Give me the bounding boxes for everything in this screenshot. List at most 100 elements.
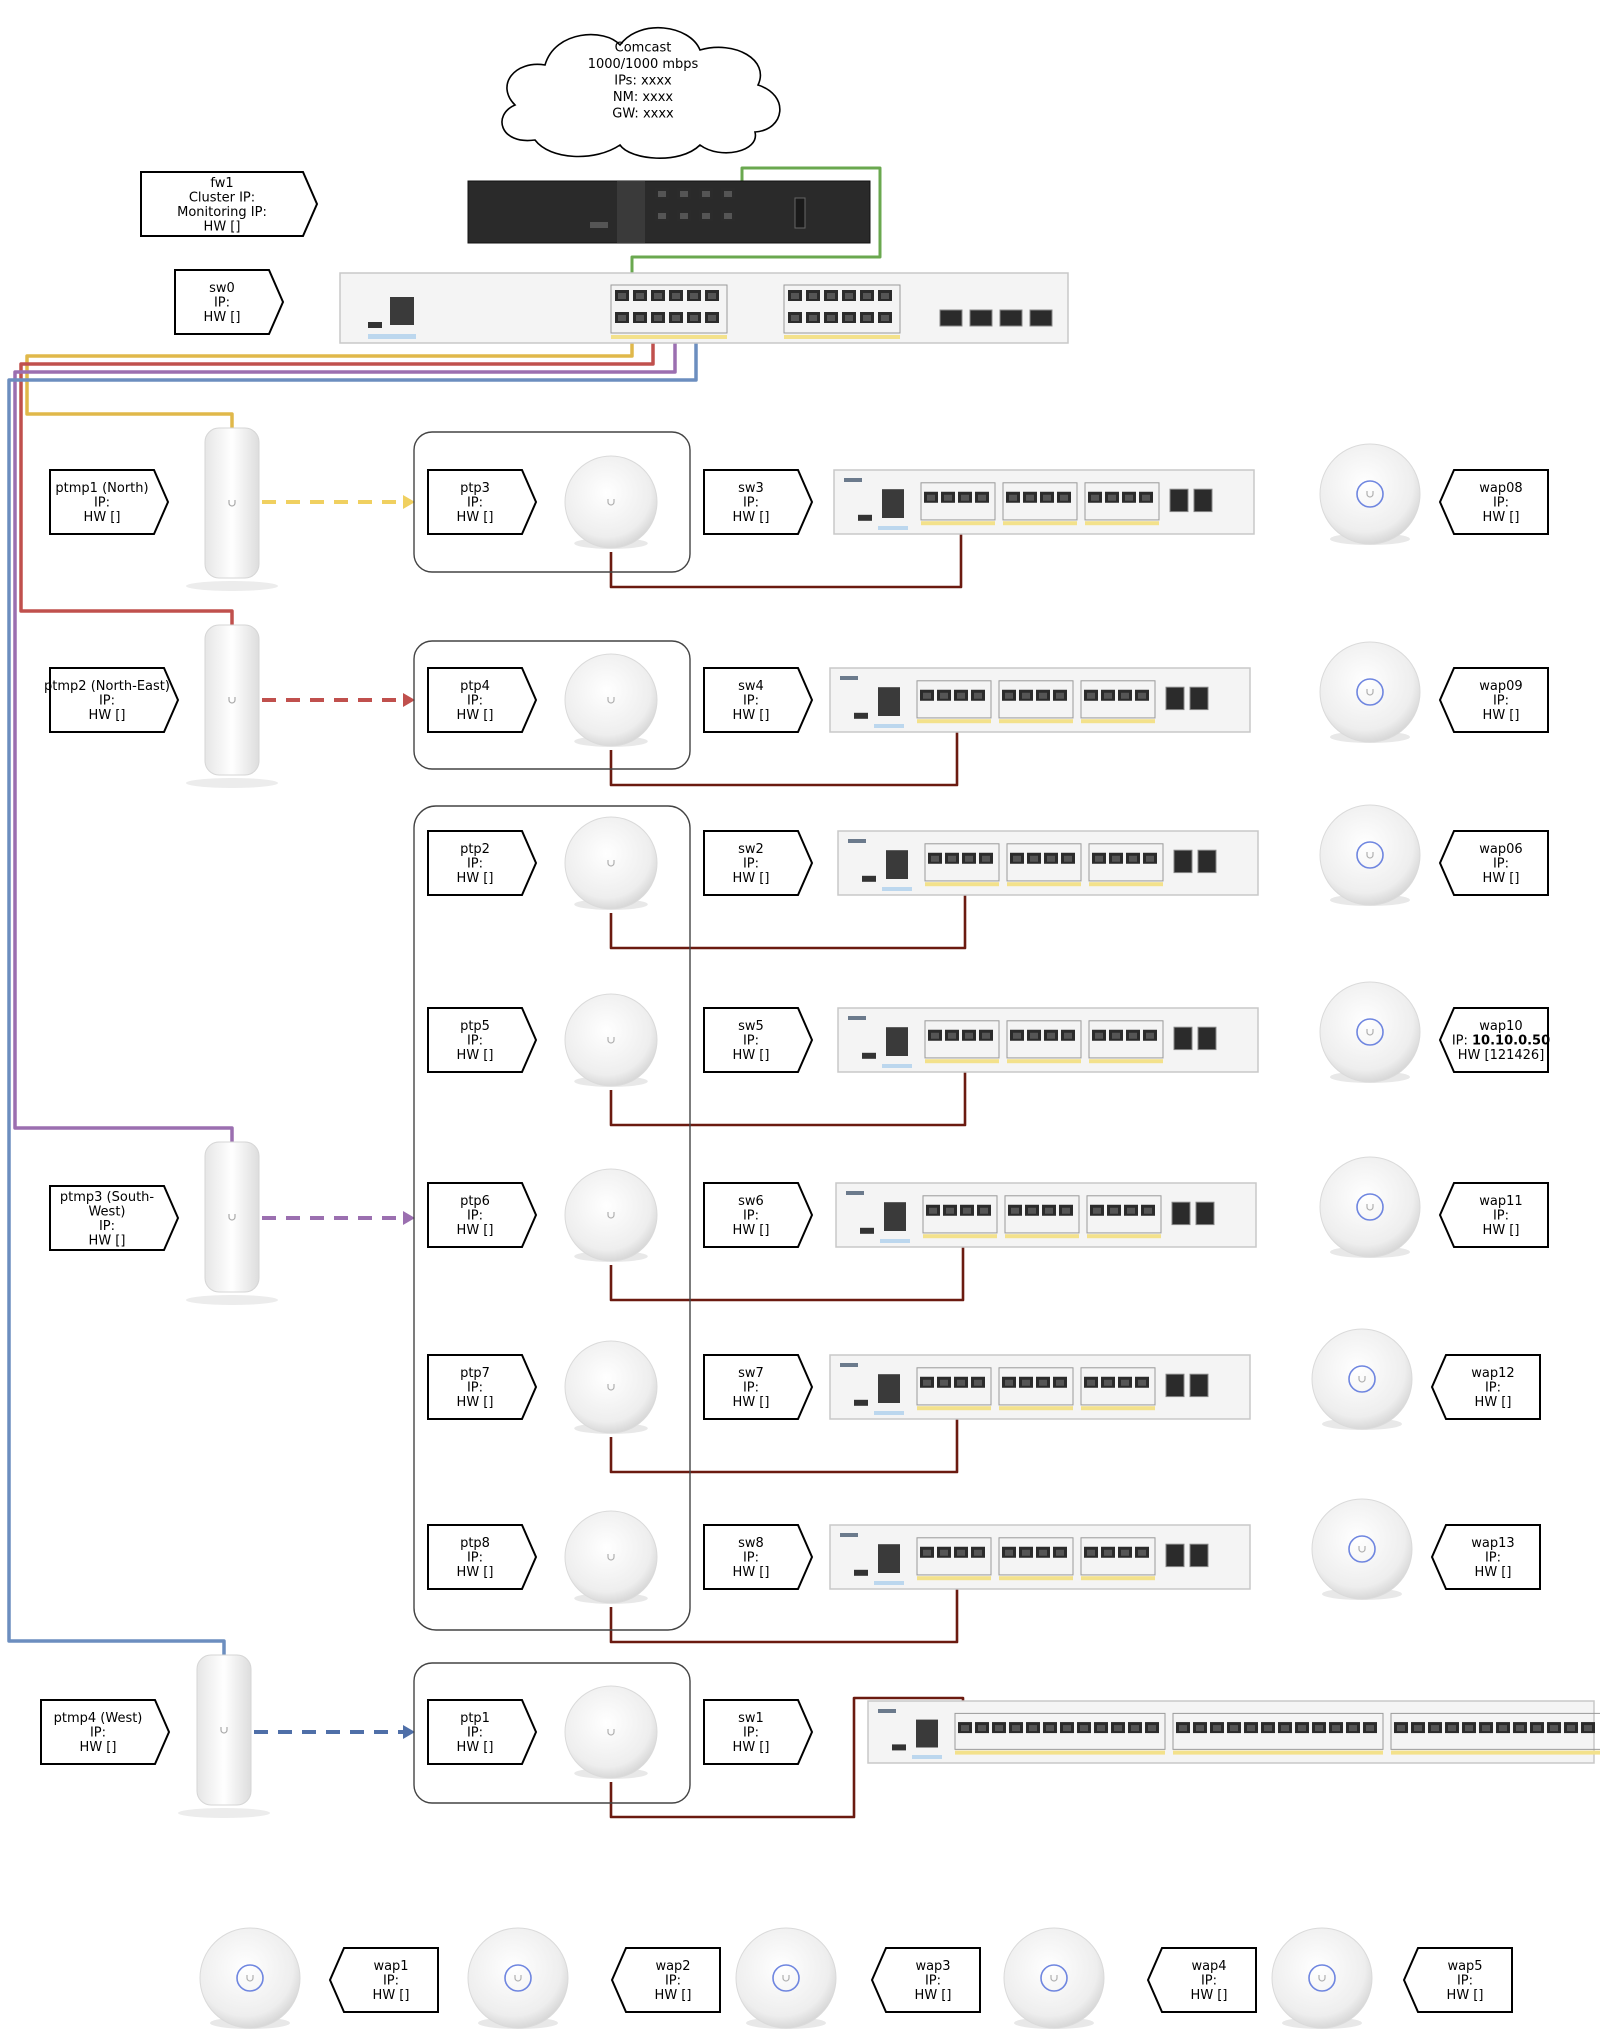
sw5-device — [837, 1007, 1259, 1073]
sw1-device-port — [1210, 1722, 1224, 1734]
sw6-device-port — [1107, 1204, 1121, 1216]
sw0-port — [651, 312, 665, 323]
ptmp2-label-text: ptmp2 (North-East)IP:HW [] — [44, 679, 170, 723]
sw1-label-box — [703, 1699, 814, 1765]
sw2-device-sfp — [1197, 849, 1217, 874]
sw1-device-port — [1111, 1722, 1125, 1734]
wap06-label-text-part: wap06 — [1479, 842, 1522, 857]
wap2-label-box — [610, 1947, 721, 2013]
sw2-device-port — [945, 852, 959, 864]
sw4-device-port-group — [1080, 680, 1156, 719]
sw4-device-port — [1002, 689, 1016, 701]
ptmp3-antenna-body — [204, 1141, 260, 1293]
ptmp1-label-text: ptmp1 (North)IP:HW [] — [55, 481, 148, 525]
sw1-device-port — [1009, 1722, 1023, 1734]
sw0-port — [806, 290, 820, 301]
ptmp2-uplink — [19, 322, 655, 625]
ptmp2-antenna-logo — [228, 697, 236, 704]
sw5-device-port-group — [1088, 1020, 1164, 1059]
ptp2-label-text-line: HW [] — [457, 871, 494, 886]
sw8-device-mgmt-strip — [874, 1581, 904, 1585]
sw1-device-port — [1227, 1722, 1241, 1734]
wap4-label-text-line: IP: — [1201, 1974, 1217, 1989]
ptmp3-antenna — [186, 1141, 278, 1305]
ptmp2-antenna — [186, 624, 278, 788]
wap11-ap-led-ring — [1356, 1193, 1384, 1221]
wap06-ap — [1319, 804, 1421, 906]
sw0-port — [669, 312, 683, 323]
sw3-device-logo — [844, 478, 862, 482]
wap2-ap-body — [467, 1927, 569, 2029]
sw0-port — [788, 312, 802, 323]
sw4-device-usb — [854, 712, 868, 719]
ptmp4-antenna-logo — [220, 1727, 228, 1734]
ptp7-label-box — [427, 1354, 538, 1420]
ptp1-radio — [564, 1685, 658, 1779]
ptp8-label-text-line: IP: — [467, 1551, 483, 1566]
ptp5-radio-body — [564, 993, 658, 1087]
sw0-sfp — [939, 309, 963, 327]
ptmp1-antenna — [186, 427, 278, 591]
sw7-label-text-line: sw7 — [738, 1366, 764, 1381]
ptmp4-label-text-line: IP: — [90, 1726, 106, 1741]
wap06-label-text-line: wap06 — [1479, 842, 1522, 857]
ptp4-radio-logo — [607, 697, 615, 704]
sw2-label-text-line: IP: — [743, 857, 759, 872]
cloud-shape — [501, 26, 781, 159]
wap12-label-text-part: IP: — [1485, 1381, 1501, 1396]
ptmp1-uplink — [25, 322, 634, 428]
sw4-label-text-line: IP: — [743, 694, 759, 709]
ptp5-radio-logo — [607, 1037, 615, 1044]
sw0-port — [633, 290, 647, 301]
ptp6-label-box — [427, 1182, 538, 1248]
wap13-label-text-line: IP: — [1485, 1551, 1501, 1566]
sw0-port — [860, 312, 874, 323]
wap4-ap-logo — [1050, 1975, 1058, 1982]
sw7-device-sfp — [1189, 1373, 1209, 1398]
ptp7-radio-logo — [607, 1384, 615, 1391]
sw4-device-port — [954, 689, 968, 701]
sw1-device-poe-strip — [1391, 1750, 1600, 1755]
ptp2-label-box — [427, 830, 538, 896]
sw2-device-mgmt-strip — [882, 887, 912, 891]
ptmp3-antenna-shadow — [186, 1295, 278, 1305]
sw1-device-port — [1530, 1722, 1544, 1734]
sw5-device-usb — [862, 1052, 876, 1059]
sw6-device-port — [1025, 1204, 1039, 1216]
sw4-device-port — [971, 689, 985, 701]
wap2-label-text-line: IP: — [665, 1974, 681, 1989]
sw1-device-port — [1428, 1722, 1442, 1734]
sw2-device-port-group — [924, 843, 1000, 882]
wap3-ap-logo — [782, 1975, 790, 1982]
sw7-device-port — [1084, 1376, 1098, 1388]
sw8-device-port-group — [998, 1537, 1074, 1576]
sw7-device-port — [1135, 1376, 1149, 1388]
sw3-device-port — [1023, 491, 1037, 503]
sw3-label-text-line: IP: — [743, 496, 759, 511]
wap06-ap-logo — [1366, 852, 1374, 859]
sw3-device-port-group — [920, 482, 996, 521]
sw5-device-port — [1143, 1029, 1157, 1041]
sw4-device-sfp — [1189, 686, 1209, 711]
wap13-label-text-line: wap13 — [1471, 1536, 1514, 1551]
wap08-label-text-part: HW [] — [1483, 510, 1520, 525]
sw5-device-port — [1027, 1029, 1041, 1041]
ptmp4-label-text-line: HW [] — [80, 1740, 117, 1755]
sw6-device-port — [977, 1204, 991, 1216]
sw0-mgmt-strip — [368, 334, 416, 339]
sw1-device-port — [1479, 1722, 1493, 1734]
ptp4-label-text-line: ptp4 — [460, 679, 490, 694]
sw2-device-usb — [862, 875, 876, 882]
sw6-device-usb — [860, 1227, 874, 1234]
sw7-device-port — [1101, 1376, 1115, 1388]
sw0-port — [633, 312, 647, 323]
wap3-label-box — [870, 1947, 981, 2013]
